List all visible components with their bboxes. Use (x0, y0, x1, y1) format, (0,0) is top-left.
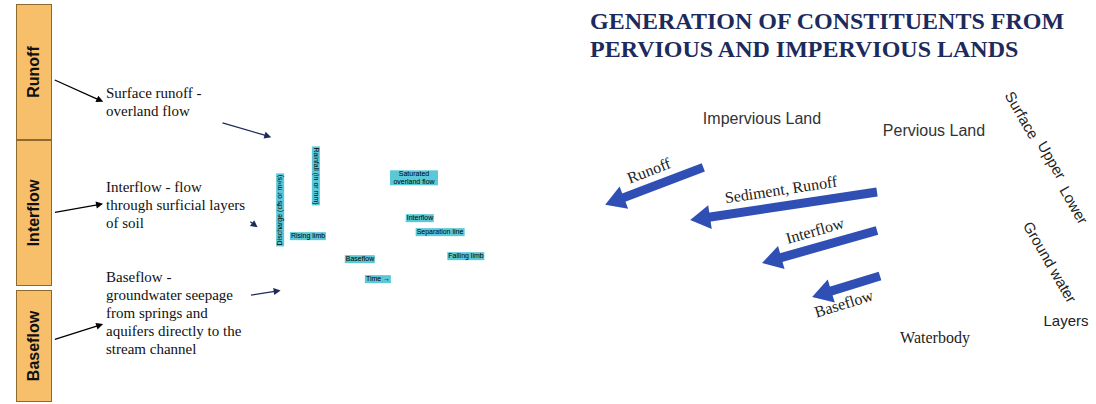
desc-text: Interflow - flow through surficial layer… (106, 178, 248, 232)
pointer-arrow (55, 323, 103, 340)
layer-label: Lower (1056, 183, 1091, 227)
flow-band: Runoff (16, 4, 52, 140)
hydro-text: Baseflow (345, 255, 375, 263)
desc-text: Baseflow - groundwater seepage from spri… (106, 268, 248, 358)
arrow-head (273, 288, 280, 295)
arrow-head (264, 132, 272, 139)
arrow-shaft (55, 326, 98, 340)
water-text: Waterbody (900, 329, 970, 347)
description-text: Surface runoff - overland flow (106, 84, 248, 122)
arrow-head (250, 220, 258, 227)
layer-label: Layers (1043, 312, 1088, 329)
diagram-title: GENERATION OF CONSTITUENTS FROM PERVIOUS… (590, 8, 1075, 63)
arrow-shaft (251, 291, 275, 295)
hydro-text: Rainfall (in or mm) (312, 146, 320, 205)
hydro-text: Discharge (cfs or m³/s) (276, 174, 284, 247)
band-text: Baseflow (25, 311, 43, 381)
arrow-head (95, 323, 103, 330)
impervious-land: Impervious Land (670, 110, 855, 180)
arrow-head (762, 246, 785, 269)
pervious-soil-block (862, 122, 1012, 297)
arrow-shaft (55, 205, 97, 213)
hydro-text: Falling limb (447, 252, 484, 260)
hydro-text: Separation line (416, 228, 465, 236)
land-text: Impervious Land (703, 110, 821, 128)
pervious-land: Pervious Land (862, 122, 1012, 297)
band-text: Runoff (25, 46, 43, 98)
hydrograph-box: Rainfall (in or mm) Discharge (cfs or m³/… (260, 138, 496, 290)
land-text: Pervious Land (883, 122, 985, 140)
description-text: Baseflow - groundwater seepage from spri… (106, 268, 248, 360)
arrow-shaft (55, 80, 98, 99)
hydro-text: Rising limb (290, 232, 326, 240)
hydro-text: Time → (365, 275, 391, 283)
pointer-arrow (55, 80, 104, 102)
arrow-shaft (828, 276, 880, 292)
hydrograph-chart (260, 138, 496, 290)
pointer-arrow (55, 202, 103, 213)
pointer-arrow (251, 288, 281, 295)
pointer-arrow (222, 123, 271, 139)
flow-band: Baseflow (16, 290, 52, 402)
band-text: Interflow (25, 180, 43, 247)
desc-text: Surface runoff - overland flow (106, 84, 248, 120)
arrow-shaft (222, 123, 265, 136)
arrow-head (605, 186, 628, 208)
arrow-head (690, 205, 712, 229)
hydro-text: Interflow (406, 214, 434, 222)
flow-band: Interflow (16, 140, 52, 286)
hydro-text: Saturated overland flow (390, 170, 438, 185)
layer-label: Surface (1002, 88, 1043, 141)
arrow-head (95, 96, 103, 102)
layer-label: Ground water (1020, 218, 1080, 305)
description-text: Interflow - flow through surficial layer… (106, 178, 248, 234)
pointer-arrow (250, 220, 258, 227)
layer-label: Upper (1034, 138, 1069, 182)
arrow-head (96, 202, 104, 209)
